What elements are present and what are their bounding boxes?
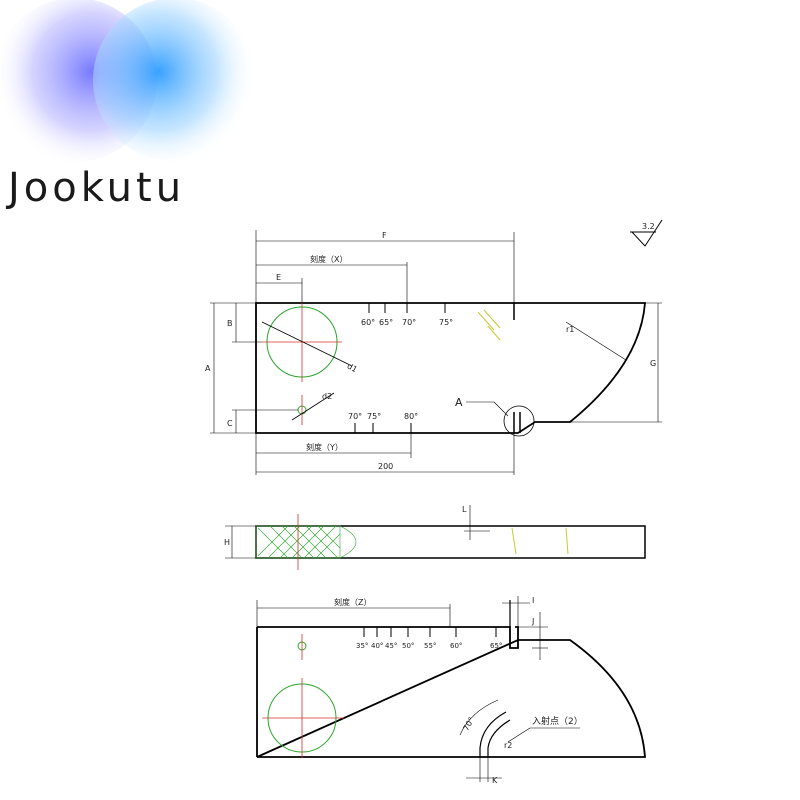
scale-z-tick-50: 50° [402,642,414,650]
top-view-outline [255,302,646,434]
dim-a: A [205,364,211,373]
dim-r2: r2 [504,741,512,750]
side-view: H L [224,505,646,570]
side-hatch [255,525,357,559]
dim-f: F [382,231,387,240]
scale-z-tick-45: 45° [385,642,397,650]
scale-z-tick-55: 55° [424,642,436,650]
scale-z-tick-65: 65° [490,642,502,650]
dim-e: E [276,273,281,282]
side-view-outline [255,525,646,559]
dim-d1: d1 [346,361,359,374]
incidence-label: 入射点（2） [532,715,583,727]
scale-y-label: 刻度（Y） [306,442,343,452]
arc-angle: 70° [461,716,476,733]
dim-l: L [462,505,467,514]
detail-a-circle [503,405,535,437]
top-view: d1 d2 60° 65° 70° 75° 70° 75° 80° F 刻度（X… [205,230,662,475]
scale-x-tick-60: 60° [361,318,375,327]
dim-200: 200 [378,462,393,471]
bottom-view: 70° r2 入射点（2） K 35° 40° 45° 50° 55° 60° … [256,596,646,785]
dim-j: J [531,617,534,626]
dim-i: I [532,596,534,605]
bottom-arc-groove [479,711,507,757]
dim-k: K [492,776,498,785]
scale-y-tick-75: 75° [367,412,381,421]
surface-roughness-symbol: 3.2 [630,219,663,247]
logo-right-circle [93,0,257,162]
brand-logo-graphic [0,0,257,162]
scale-y-tick-80: 80° [404,412,418,421]
detail-a-label: A [455,396,463,409]
brand-name: Jookutu [8,165,186,211]
dim-r1: r1 [566,325,574,334]
scale-x-tick-75: 75° [439,318,453,327]
scale-x-tick-65: 65° [379,318,393,327]
dim-d2: d2 [322,392,332,401]
dim-h: H [224,538,230,547]
scale-z-tick-35: 35° [356,642,368,650]
scale-y-tick-70: 70° [348,412,362,421]
scale-x-label: 刻度（X） [310,254,347,264]
roughness-value: 3.2 [642,222,655,231]
dim-b: B [227,319,233,328]
dim-g: G [650,359,656,368]
bottom-view-outline [256,626,646,758]
top-wedge-marks [477,309,501,341]
scale-z-tick-40: 40° [371,642,383,650]
scale-z-label: 刻度（Z） [334,597,371,607]
scale-x-tick-70: 70° [402,318,416,327]
dim-c: C [227,419,233,428]
scale-z-tick-60: 60° [450,642,462,650]
